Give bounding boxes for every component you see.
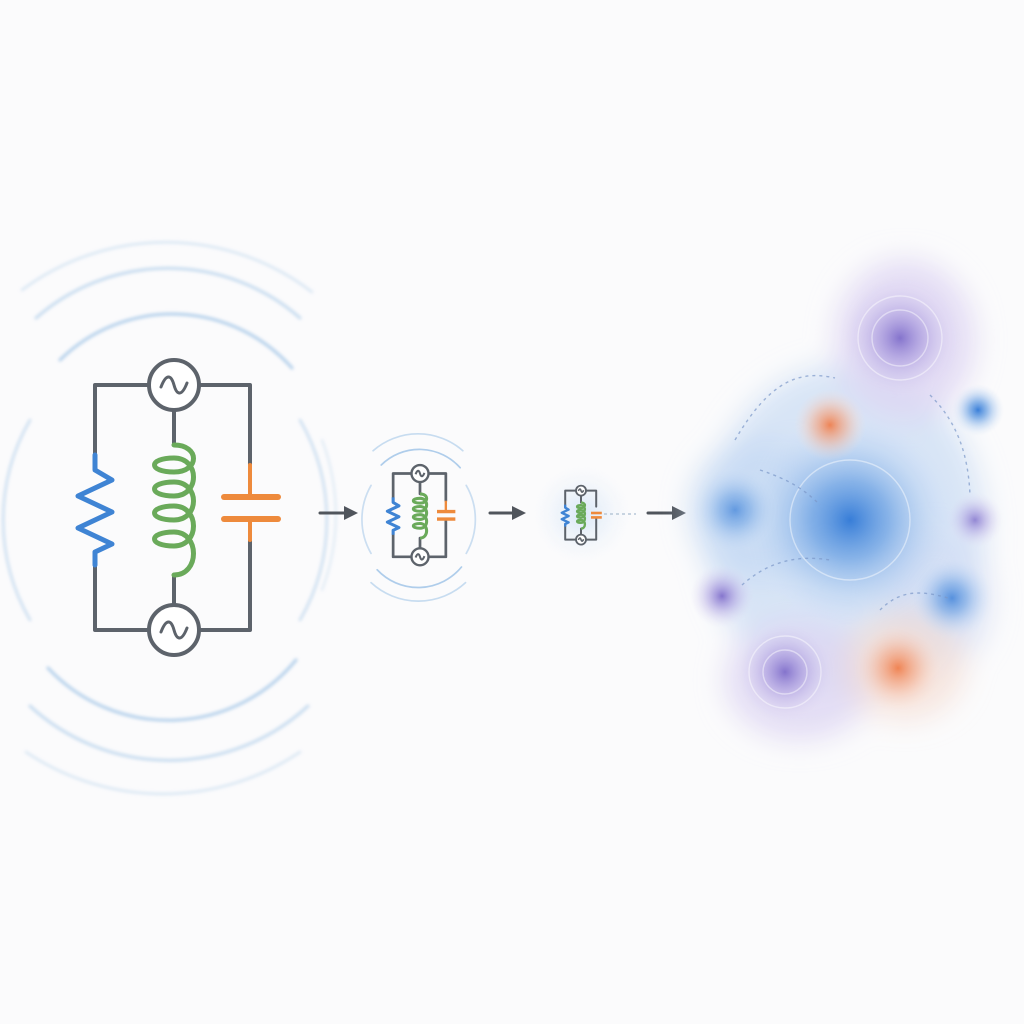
field-core-blue	[740, 410, 960, 630]
field-node-purple	[947, 492, 1003, 548]
field-node-blue	[690, 465, 780, 555]
capacitor-icon	[221, 463, 281, 542]
wave-rings-large	[1, 241, 337, 796]
field-node-blue	[952, 384, 1004, 436]
wires-large	[93, 383, 252, 632]
circuit-small	[534, 466, 636, 562]
field-node-blue	[910, 556, 994, 640]
ac-source-icon	[147, 603, 201, 657]
arrow-right-icon	[318, 506, 358, 520]
contour-lines	[748, 295, 943, 709]
inductor-coil-icon	[152, 442, 196, 578]
circuit-large	[1, 241, 337, 796]
field-cloud	[690, 260, 1004, 740]
field-node-orange	[854, 624, 942, 712]
ac-source-icon	[147, 358, 201, 412]
field-node-purple	[690, 564, 754, 628]
field-connections	[734, 374, 971, 611]
field-node-orange	[794, 389, 866, 461]
arrow-right-icon	[488, 506, 526, 520]
resistor-icon	[75, 452, 115, 568]
field-node-purple	[735, 622, 835, 722]
circuit-medium	[361, 433, 477, 602]
field-node-purple	[838, 276, 962, 400]
arrow-right-icon	[646, 506, 686, 520]
